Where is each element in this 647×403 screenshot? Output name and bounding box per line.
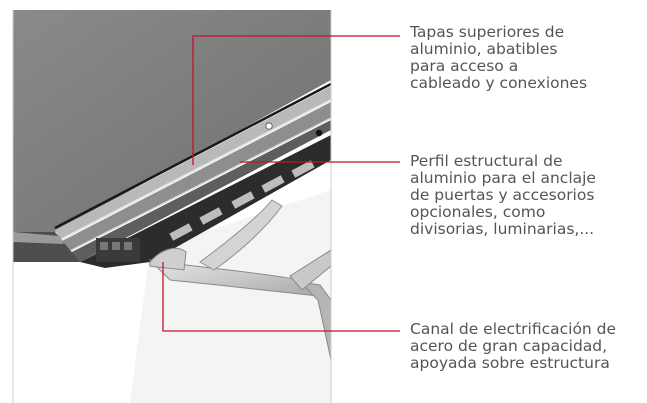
callout-line: opcionales, como [410, 203, 546, 221]
callout-line: aluminio, abatibles [410, 40, 558, 58]
leg-support [199, 199, 283, 271]
callout-top-covers: Tapas superiores de aluminio, abatibles … [410, 24, 587, 92]
callout-line: Perfil estructural de [410, 152, 563, 170]
callout-electrification-channel: Canal de electrificación de acero de gra… [410, 321, 616, 372]
tabletop-surface [13, 10, 331, 232]
screw-hole [265, 122, 273, 130]
callout-line: apoyada sobre estructura [410, 354, 610, 372]
electrification-channel [80, 135, 331, 268]
callout-line: acero de gran capacidad, [410, 337, 608, 355]
callout-line: cableado y conexiones [410, 74, 588, 92]
callout-line: aluminio para el anclaje [410, 169, 596, 187]
callout-line: de puertas y accesorios [410, 186, 595, 204]
screw-hole [315, 129, 323, 137]
leader-line-top-cover [192, 35, 400, 165]
callout-line: para acceso a [410, 57, 519, 75]
callout-structural-profile: Perfil estructural de aluminio para el a… [410, 153, 596, 238]
callout-line: Tapas superiores de [410, 23, 565, 41]
callout-line: divisorias, luminarias,... [410, 220, 595, 238]
callout-line: Canal de electrificación de [410, 320, 617, 338]
leader-line-channel [162, 262, 400, 332]
